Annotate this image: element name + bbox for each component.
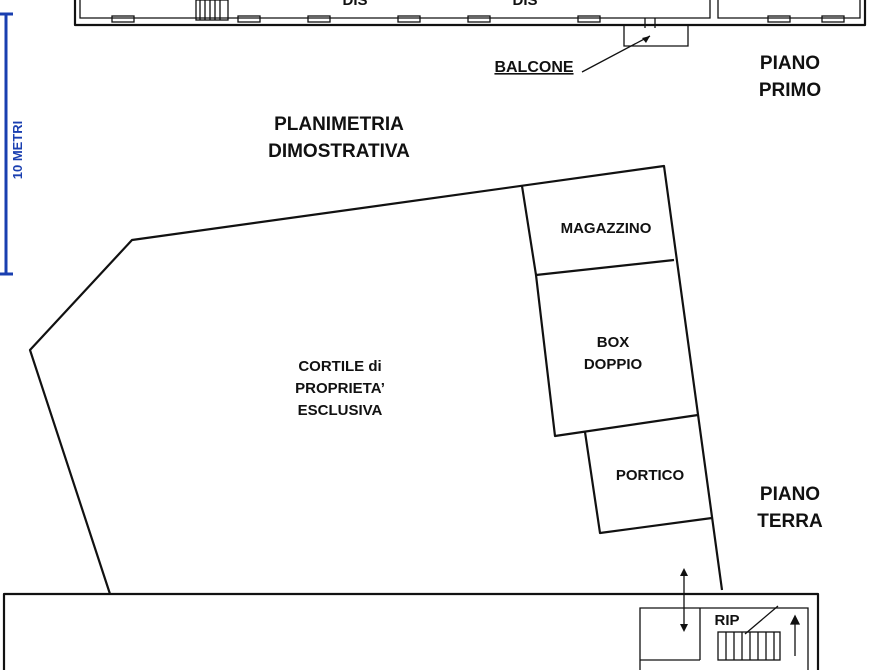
upper-window-marks [111, 15, 845, 23]
svg-text:ESCLUSIVA: ESCLUSIVA [298, 402, 383, 419]
piano-terra-title: PIANO TERRA [757, 484, 823, 532]
stair-icon [717, 605, 801, 661]
svg-text:TERRA: TERRA [757, 511, 823, 532]
balcone-leader [581, 35, 651, 73]
entry-arrow-icon [680, 568, 688, 632]
svg-text:PIANO: PIANO [760, 484, 820, 505]
upper-stair-icon [195, 0, 229, 21]
scale-bar: 10 METRI [0, 12, 25, 276]
portico-room [583, 431, 713, 535]
box-doppio-room [534, 274, 699, 438]
svg-text:PRIMO: PRIMO [759, 80, 821, 101]
svg-text:PROPRIETA’: PROPRIETA’ [295, 380, 385, 397]
svg-text:DOPPIO: DOPPIO [584, 356, 643, 373]
piano-primo-title: PIANO PRIMO [759, 53, 821, 101]
svg-text:PIANO: PIANO [760, 53, 820, 74]
dis-left-label: DIS [342, 0, 367, 9]
box-doppio-label: BOX DOPPIO [584, 334, 643, 373]
portico-label: PORTICO [616, 467, 685, 484]
rip-label: RIP [714, 612, 739, 629]
scale-label: 10 METRI [10, 121, 25, 180]
cortile-outline [28, 164, 724, 595]
dis-right-label: DIS [512, 0, 537, 9]
svg-text:PLANIMETRIA: PLANIMETRIA [274, 114, 404, 135]
upper-floor-plan: DIS DIS BALCONE [73, 0, 867, 76]
svg-text:BOX: BOX [597, 334, 630, 351]
balcone-label: BALCONE [494, 59, 573, 76]
ground-floor-building [2, 592, 820, 670]
magazzino-label: MAGAZZINO [561, 220, 652, 237]
svg-text:DIMOSTRATIVA: DIMOSTRATIVA [268, 141, 410, 162]
cortile-label: CORTILE di PROPRIETA’ ESCLUSIVA [295, 358, 385, 419]
planimetria-title: PLANIMETRIA DIMOSTRATIVA [268, 114, 410, 162]
balcone-outline [623, 18, 689, 47]
svg-text:CORTILE di: CORTILE di [298, 358, 381, 375]
